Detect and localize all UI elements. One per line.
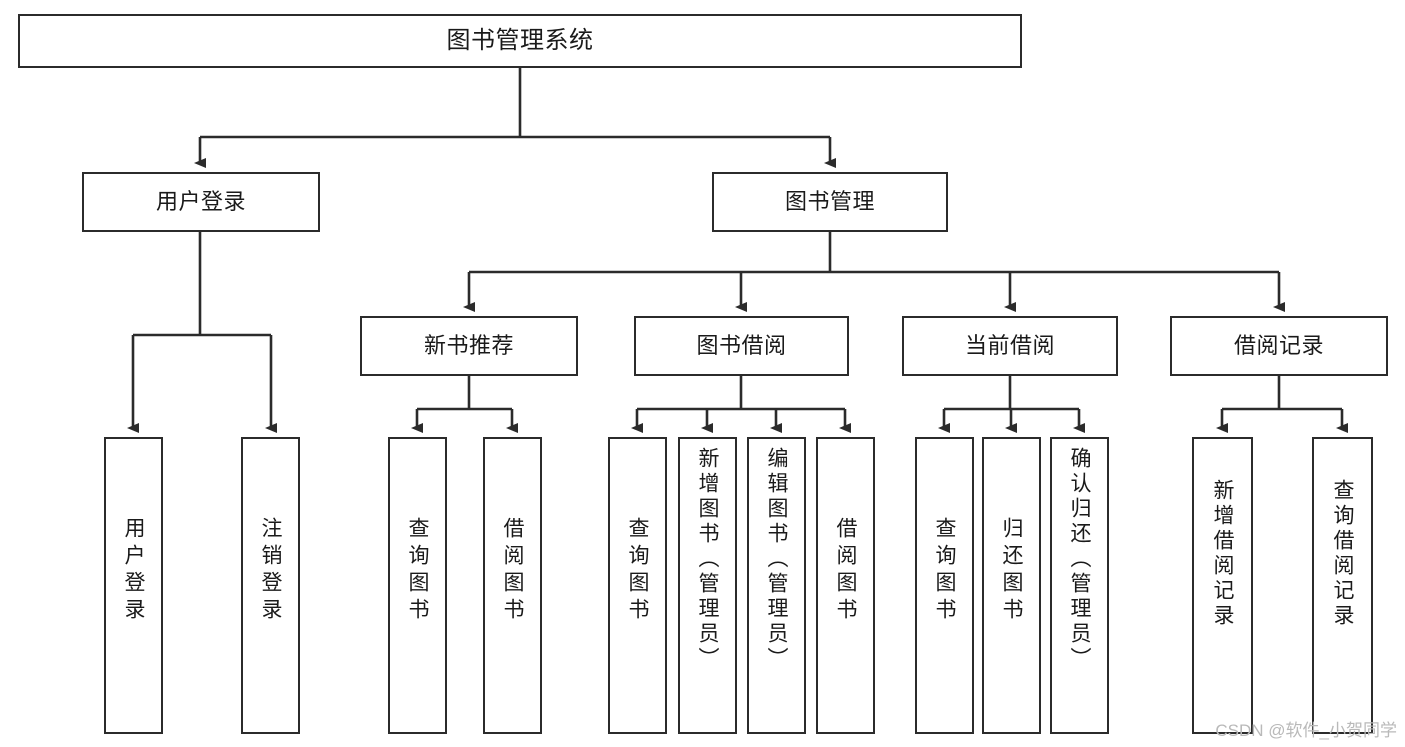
node-label: 新增图书（管理员） <box>696 447 719 672</box>
node-label: 用户登录 <box>122 517 145 625</box>
node-leaf-query-record[interactable]: 查询借阅记录 <box>1312 437 1373 734</box>
node-label: 新增借阅记录 <box>1211 479 1234 629</box>
node-leaf-logout[interactable]: 注销登录 <box>241 437 300 734</box>
node-book-borrow[interactable]: 图书借阅 <box>634 316 849 376</box>
node-leaf-user-login[interactable]: 用户登录 <box>104 437 163 734</box>
node-label: 图书管理系统 <box>446 26 594 54</box>
node-leaf-query-book-2[interactable]: 查询图书 <box>608 437 667 734</box>
node-label: 查询图书 <box>626 517 649 625</box>
node-label: 当前借阅 <box>964 333 1055 359</box>
node-label: 借阅记录 <box>1233 333 1324 359</box>
node-label: 用户登录 <box>155 189 246 215</box>
node-current-borrow[interactable]: 当前借阅 <box>902 316 1118 376</box>
node-label: 查询图书 <box>406 517 429 625</box>
node-label: 借阅图书 <box>501 517 524 625</box>
node-leaf-borrow-book-2[interactable]: 借阅图书 <box>816 437 875 734</box>
node-leaf-query-book-1[interactable]: 查询图书 <box>388 437 447 734</box>
node-leaf-confirm-return[interactable]: 确认归还（管理员） <box>1050 437 1109 734</box>
node-leaf-query-book-3[interactable]: 查询图书 <box>915 437 974 734</box>
node-label: 确认归还（管理员） <box>1068 447 1091 672</box>
node-leaf-add-book[interactable]: 新增图书（管理员） <box>678 437 737 734</box>
node-book-manage[interactable]: 图书管理 <box>712 172 948 232</box>
node-label: 图书管理 <box>784 189 875 215</box>
node-leaf-add-record[interactable]: 新增借阅记录 <box>1192 437 1253 734</box>
node-label: 查询借阅记录 <box>1331 479 1354 629</box>
node-label: 注销登录 <box>259 517 282 625</box>
node-label: 借阅图书 <box>834 517 857 625</box>
node-label: 编辑图书（管理员） <box>765 447 788 672</box>
node-root-system[interactable]: 图书管理系统 <box>18 14 1022 68</box>
node-leaf-borrow-book-1[interactable]: 借阅图书 <box>483 437 542 734</box>
node-label: 新书推荐 <box>423 333 514 359</box>
node-leaf-edit-book[interactable]: 编辑图书（管理员） <box>747 437 806 734</box>
node-borrow-record[interactable]: 借阅记录 <box>1170 316 1388 376</box>
node-new-book-rec[interactable]: 新书推荐 <box>360 316 578 376</box>
node-user-login[interactable]: 用户登录 <box>82 172 320 232</box>
node-leaf-return-book[interactable]: 归还图书 <box>982 437 1041 734</box>
node-label: 归还图书 <box>1000 517 1023 625</box>
csdn-watermark: CSDN @软件_小贺同学 <box>1215 721 1397 740</box>
node-label: 图书借阅 <box>696 333 787 359</box>
node-label: 查询图书 <box>933 517 956 625</box>
